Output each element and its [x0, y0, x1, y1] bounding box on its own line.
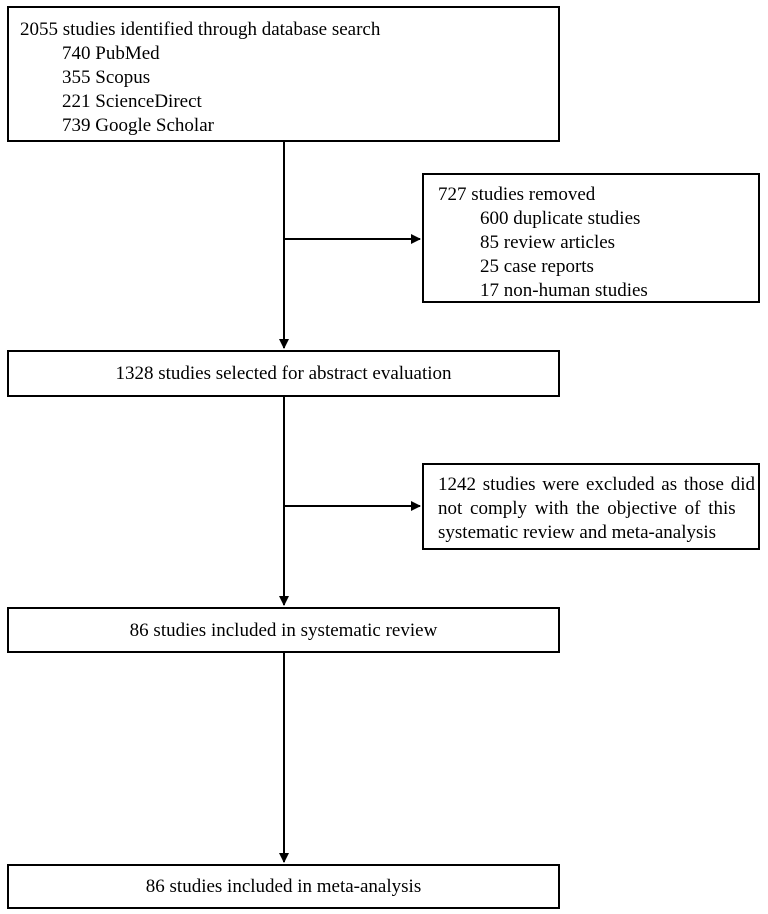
identification-box: 2055 studies identified through database…: [7, 6, 560, 142]
excluded-box: 1242 studies were excluded as those did …: [422, 463, 760, 550]
identification-header: 2055 studies identified through database…: [20, 19, 381, 40]
removed-header: 727 studies removed: [438, 184, 596, 205]
excluded-line-3: systematic review and meta-analysis: [438, 522, 717, 543]
abstract-evaluation-box: 1328 studies selected for abstract evalu…: [7, 350, 560, 397]
excluded-text: 1242 studies were excluded as those did …: [438, 473, 755, 545]
abstract-evaluation-text: 1328 studies selected for abstract evalu…: [115, 363, 452, 384]
systematic-review-box: 86 studies included in systematic review: [7, 607, 560, 653]
removed-non-human: 17 non-human studies: [480, 280, 648, 301]
removed-case-reports: 25 case reports: [480, 256, 594, 277]
source-sciencedirect: 221 ScienceDirect: [62, 91, 202, 112]
source-google-scholar: 739 Google Scholar: [62, 115, 214, 136]
source-pubmed: 740 PubMed: [62, 43, 160, 64]
excluded-line-2: not comply with the objective of this: [438, 498, 736, 519]
meta-analysis-box: 86 studies included in meta-analysis: [7, 864, 560, 909]
meta-analysis-text: 86 studies included in meta-analysis: [145, 876, 422, 897]
removed-duplicates: 600 duplicate studies: [480, 208, 641, 229]
removed-box: 727 studies removed 600 duplicate studie…: [422, 173, 760, 303]
removed-review-articles: 85 review articles: [480, 232, 616, 253]
systematic-review-text: 86 studies included in systematic review: [129, 620, 438, 641]
excluded-line-1: 1242 studies were excluded as those did: [438, 474, 755, 495]
source-scopus: 355 Scopus: [62, 67, 151, 88]
